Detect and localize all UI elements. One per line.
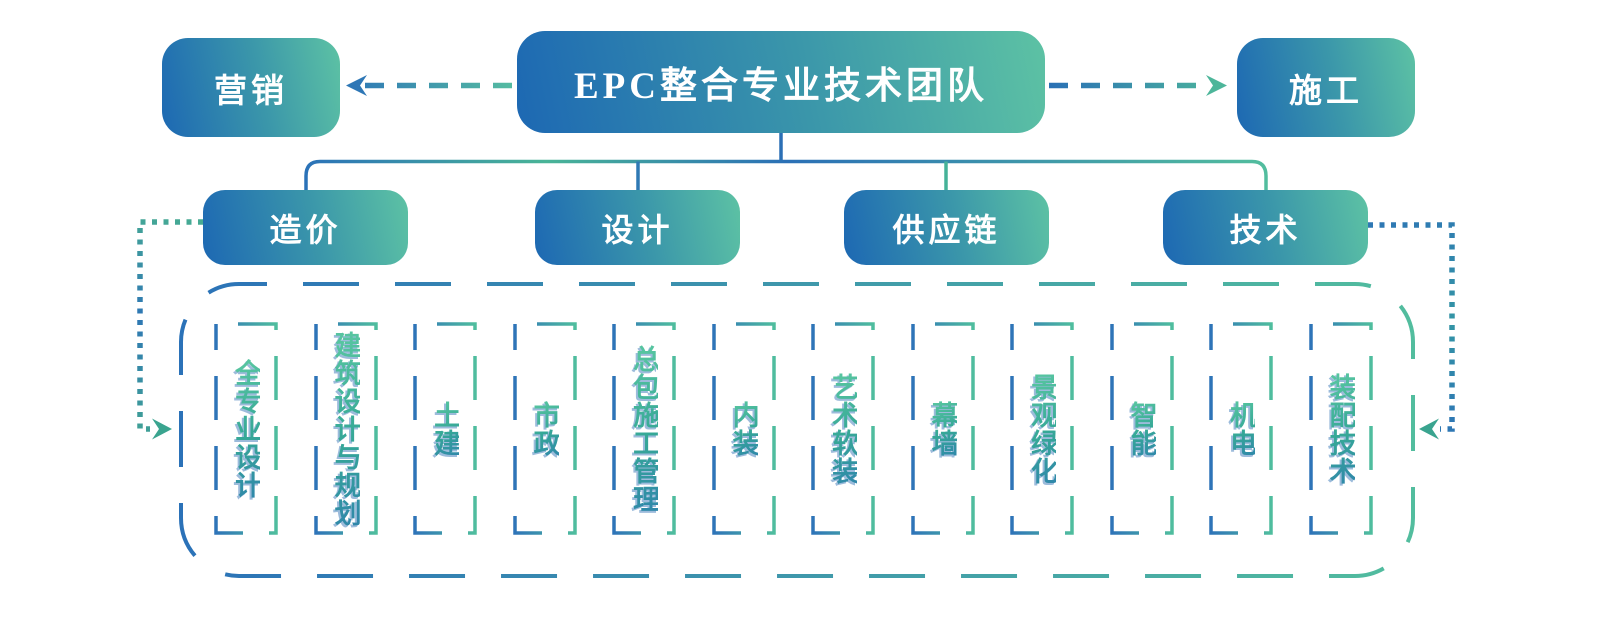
pool-item-border — [1010, 322, 1074, 535]
pool-item-label: 总包施工管理 — [629, 344, 660, 513]
pool-item-label: 全专业设计 — [231, 358, 262, 499]
pool-item: 市政 — [512, 322, 577, 535]
loop-arrowhead-left-icon — [152, 418, 172, 440]
pool-item-label: 内装 — [728, 400, 759, 457]
node-construction-label: 施工 — [1289, 73, 1363, 110]
pool-item-border — [910, 322, 975, 535]
arrowhead-left-icon — [346, 75, 367, 96]
pool-boundary — [179, 282, 1415, 578]
pool-item: 幕墙 — [910, 322, 975, 535]
branch-supply-chain-label: 供应链 — [892, 211, 1001, 248]
node-root: EPC整合专业技术团队 — [517, 31, 1045, 133]
pool-item: 总包施工管理 — [612, 322, 676, 535]
pool-item-border — [1209, 322, 1273, 535]
pool-item-border — [811, 322, 875, 535]
arrowhead-right-icon — [1206, 75, 1227, 96]
pool-item: 装配技术 — [1308, 322, 1373, 535]
pool-item-label: 机电 — [1226, 400, 1257, 457]
branch-technology: 技术 — [1163, 190, 1368, 265]
branch-supply-chain: 供应链 — [844, 190, 1049, 265]
node-marketing: 营销 — [162, 38, 340, 137]
pool-item-border — [711, 322, 776, 535]
pool-item-border — [1308, 322, 1373, 535]
pool-item-label: 智能 — [1126, 400, 1157, 457]
pool-item: 内装 — [711, 322, 776, 535]
pool-item-label: 景观绿化 — [1027, 372, 1058, 485]
pool-item: 机电 — [1209, 322, 1273, 535]
dotted-loop-left — [137, 219, 203, 432]
pool-item: 全专业设计 — [214, 322, 278, 535]
pool-item-label: 艺术软装 — [828, 372, 859, 485]
pool-item: 智能 — [1109, 322, 1174, 535]
pool-item-border — [612, 322, 676, 535]
dotted-loop-right — [1368, 222, 1455, 432]
node-marketing-label: 营销 — [214, 73, 288, 110]
branch-cost: 造价 — [203, 190, 408, 265]
branch-design-label: 设计 — [601, 211, 674, 248]
branch-technology-label: 技术 — [1229, 211, 1302, 248]
pool-item-label: 幕墙 — [927, 400, 958, 457]
pool-item-label: 建筑设计与规划 — [330, 330, 361, 527]
pool-item-border — [313, 322, 378, 535]
node-root-label: EPC整合专业技术团队 — [574, 66, 988, 107]
pool-item-label: 市政 — [529, 400, 560, 457]
pool-item: 景观绿化 — [1010, 322, 1074, 535]
pool-item: 土建 — [413, 322, 477, 535]
pool-item-label: 土建 — [430, 400, 461, 457]
connector-rail — [304, 159, 1268, 190]
pool-item-label: 装配技术 — [1325, 372, 1356, 485]
loop-arrowhead-right-icon — [1419, 418, 1439, 440]
branch-cost-label: 造价 — [269, 211, 342, 248]
pool-item-border — [214, 322, 278, 535]
pool-item-border — [512, 322, 577, 535]
pool-item: 建筑设计与规划 — [313, 322, 378, 535]
pool-item: 艺术软装 — [811, 322, 875, 535]
branch-design: 设计 — [535, 190, 740, 265]
pool-item-border — [1109, 322, 1174, 535]
node-construction: 施工 — [1237, 38, 1415, 137]
pool-item-border — [413, 322, 477, 535]
